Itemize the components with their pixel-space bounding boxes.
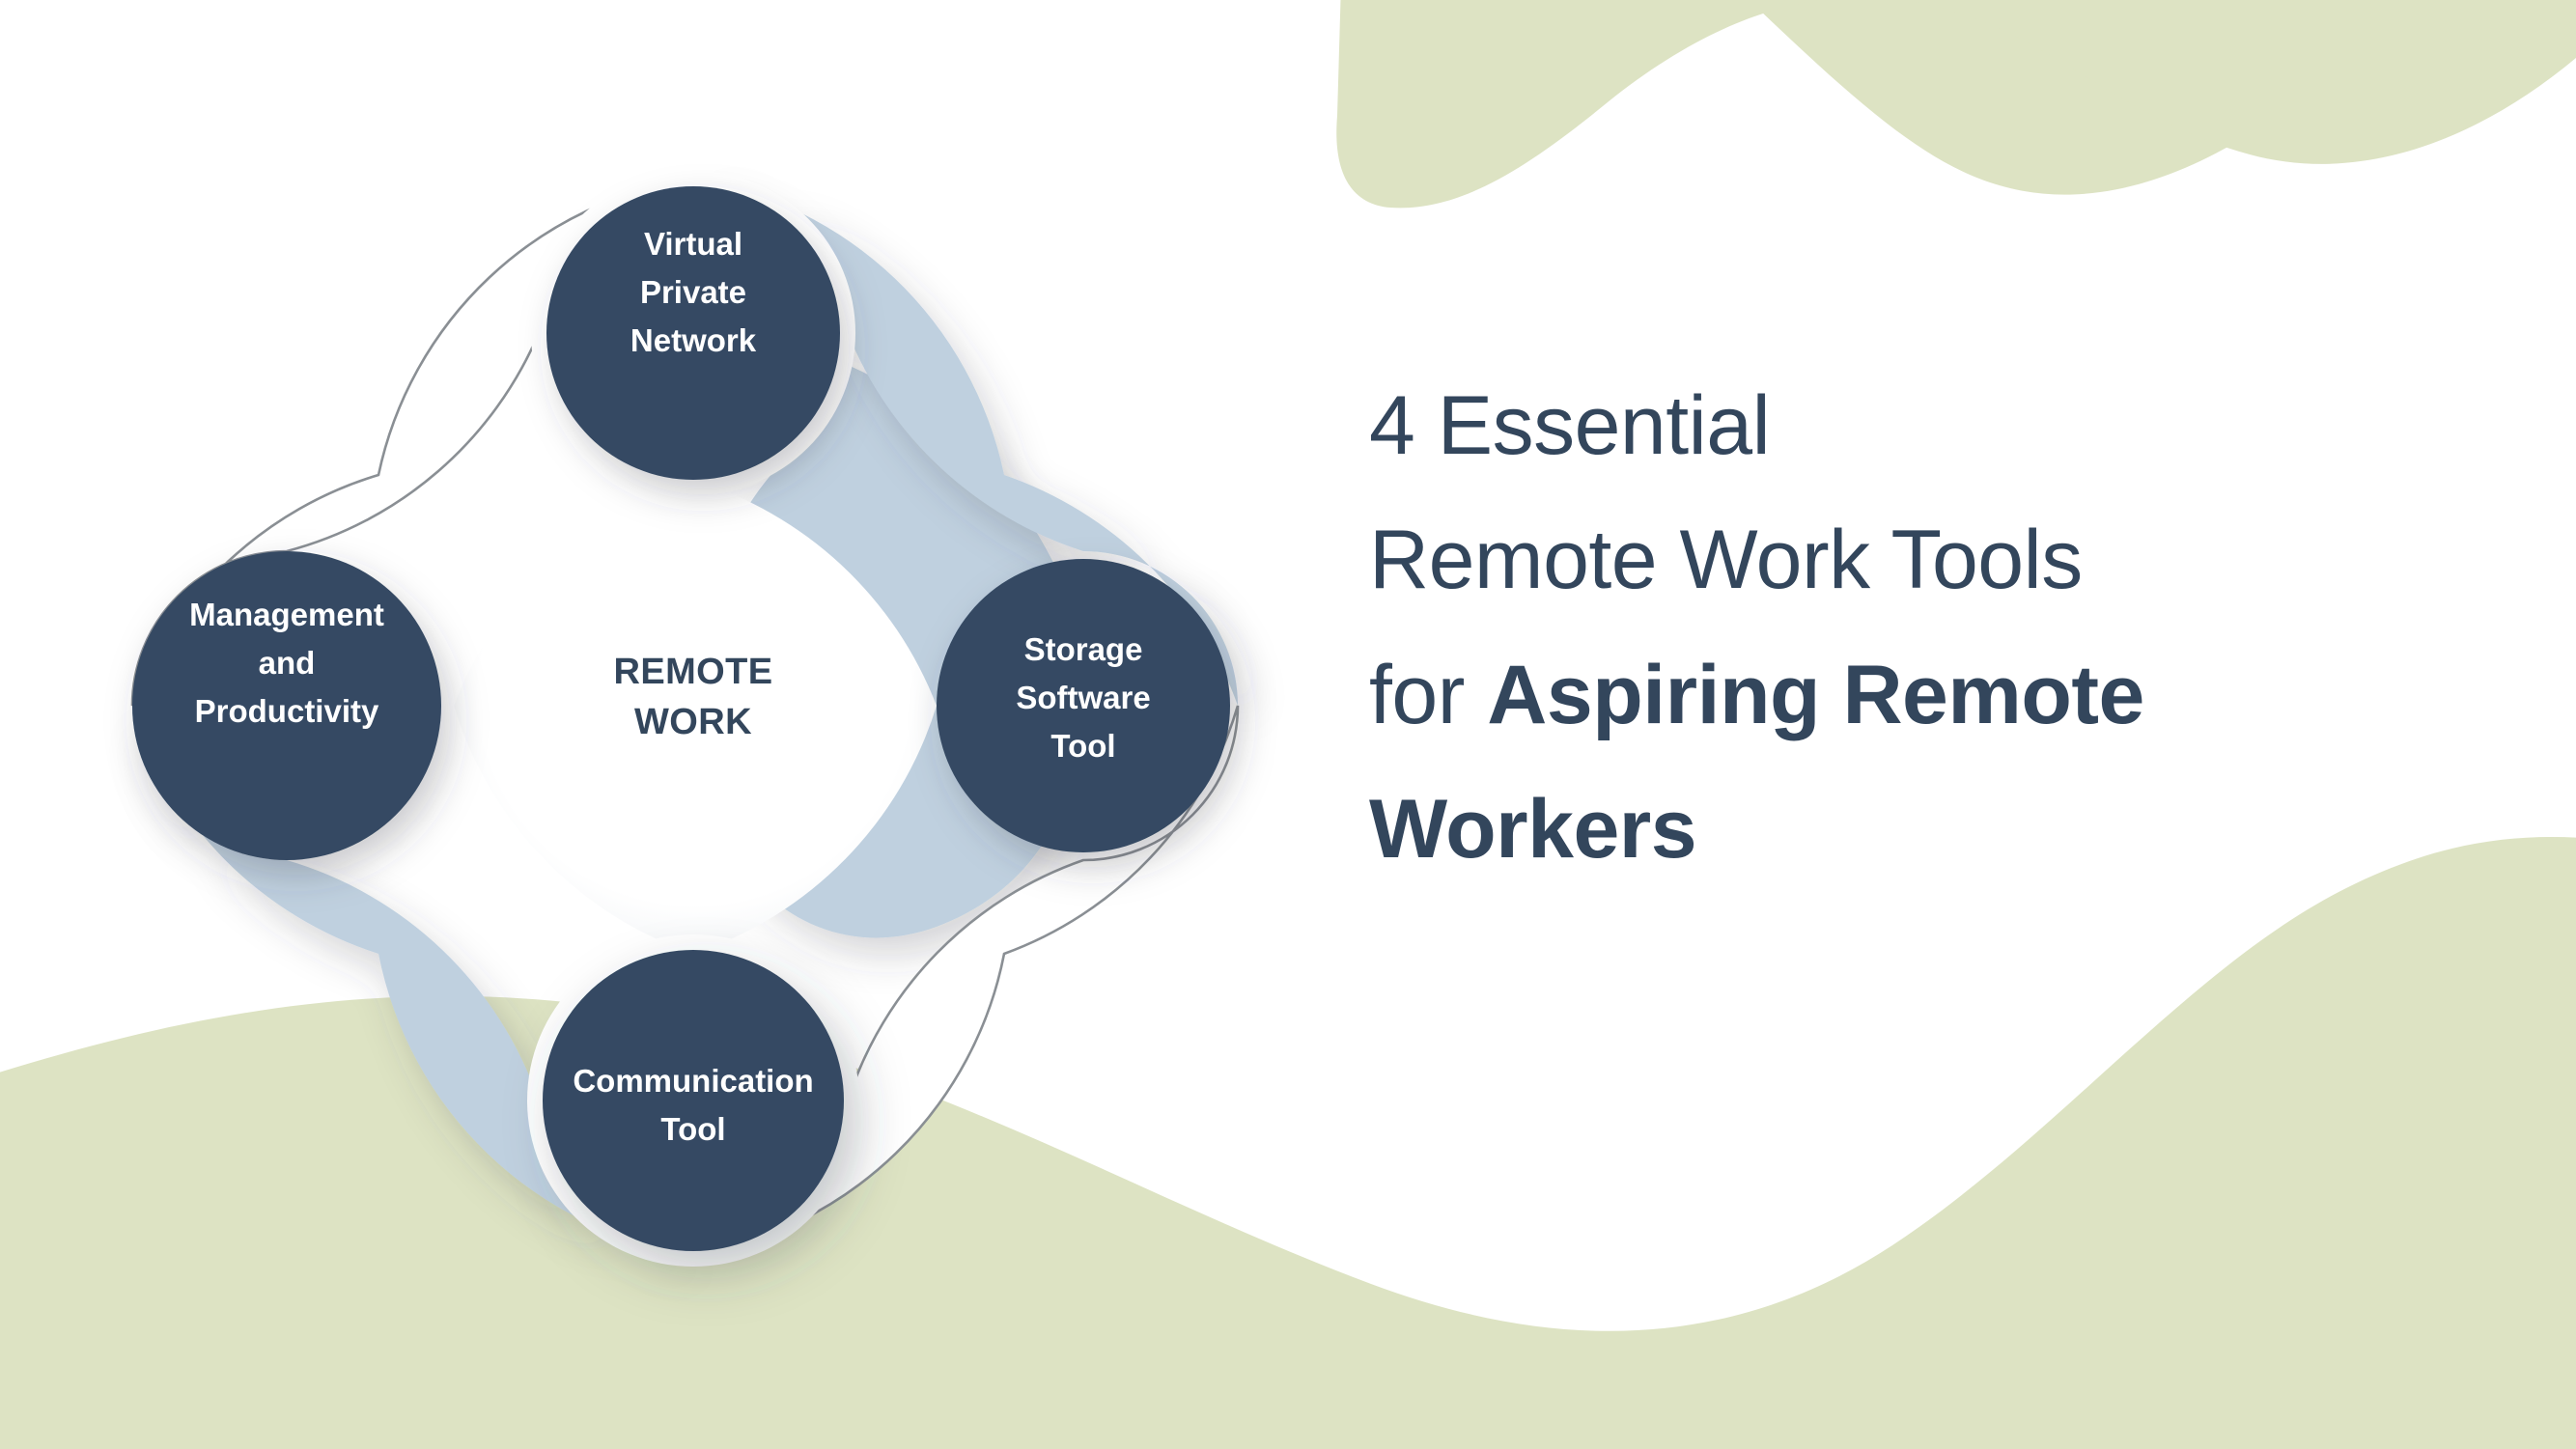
petal-ring	[130, 177, 1240, 1257]
petal-arm-northeast	[693, 179, 1238, 706]
headline-line-3-bold: Aspiring Remote	[1487, 648, 2144, 741]
headline-line-2: Remote Work Tools	[1369, 514, 2083, 607]
green-wave-bottom	[0, 837, 2576, 1449]
diagram-center-label: REMOTE WORK	[613, 652, 773, 743]
node-circle-vpn[interactable]	[546, 186, 840, 480]
node-circle-communication[interactable]	[543, 950, 844, 1251]
headline-line-4: Workers	[1369, 782, 1697, 876]
green-blob-top-right-visible	[1336, 0, 2576, 209]
headline-line-3: for Aspiring Remote	[1369, 628, 2489, 763]
headline-line-3-regular: for	[1369, 648, 1488, 741]
node-circles	[132, 186, 1230, 1251]
headline-line-1: 4 Essential	[1369, 379, 1771, 472]
page-title: 4 Essential Remote Work Tools for Aspiri…	[1369, 359, 2489, 897]
node-circle-storage[interactable]	[937, 559, 1230, 852]
node-circle-management[interactable]	[132, 551, 441, 860]
diagram-center-astroid	[454, 480, 937, 954]
petal-arm-southwest	[132, 706, 693, 1255]
